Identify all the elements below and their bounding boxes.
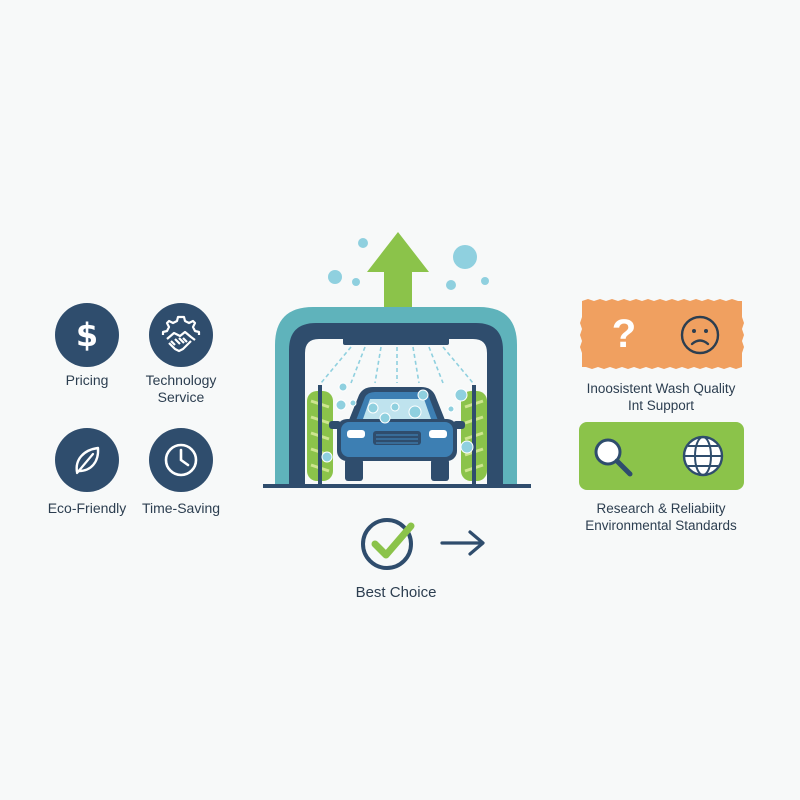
technology-label-line2: Service bbox=[157, 389, 205, 405]
question-icon: ? bbox=[611, 312, 637, 356]
clock-icon bbox=[164, 443, 198, 477]
solutions-line1: Research & Reliabiity bbox=[596, 501, 726, 516]
technology-label: Technology Service bbox=[146, 372, 217, 406]
problems-line1: Inoosistent Wash Quality bbox=[586, 381, 736, 396]
checkmark-icon bbox=[361, 518, 415, 570]
sad-face-icon bbox=[680, 315, 720, 355]
solutions-line2: Environmental Standards bbox=[585, 518, 737, 533]
globe-icon bbox=[682, 435, 724, 477]
time-label: Time-Saving bbox=[141, 500, 221, 516]
pricing-icon-circle: $ bbox=[55, 303, 119, 367]
dollar-icon: $ bbox=[75, 316, 99, 354]
problems-text: Inoosistent Wash Quality Int Support bbox=[587, 380, 736, 414]
car-icon bbox=[329, 387, 465, 481]
problems-line2: Int Support bbox=[627, 398, 695, 413]
technology-icon-circle bbox=[149, 303, 213, 367]
handshake-gear-icon bbox=[161, 315, 201, 353]
solutions-text: Research & Reliabiity Environmental Stan… bbox=[585, 500, 737, 534]
technology-label-line1: Technology bbox=[145, 372, 217, 388]
arrow-right-icon bbox=[440, 530, 485, 556]
eco-icon-circle bbox=[55, 428, 119, 492]
time-icon-circle bbox=[149, 428, 213, 492]
magnifier-icon bbox=[594, 438, 633, 477]
eco-label: Eco-Friendly bbox=[47, 500, 127, 516]
pricing-label: Pricing bbox=[65, 372, 109, 388]
best-choice-label: Best Choice bbox=[355, 584, 437, 601]
car-wash-illustration bbox=[263, 232, 531, 488]
arrow-up-icon bbox=[367, 232, 429, 309]
leaf-icon bbox=[75, 446, 100, 475]
